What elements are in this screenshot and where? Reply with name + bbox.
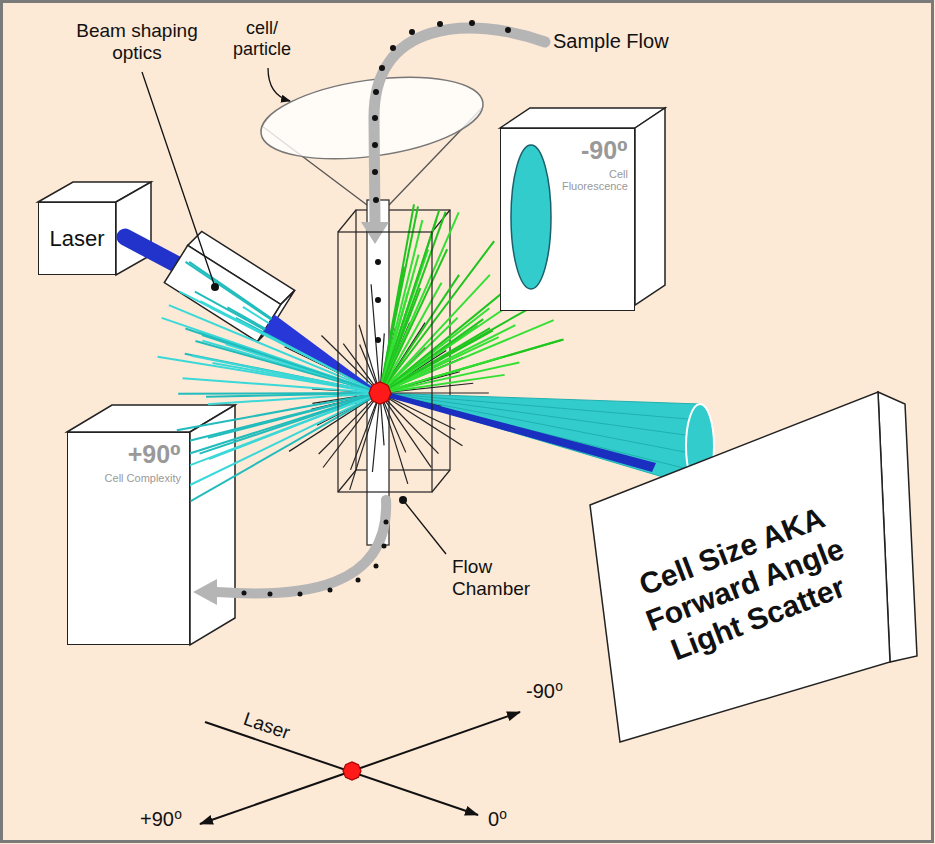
particle-dots bbox=[469, 20, 475, 26]
light-ray bbox=[384, 401, 406, 452]
leader-line bbox=[268, 68, 290, 101]
detector-label: Cell Fluorescence bbox=[557, 168, 628, 193]
angle-label: 0⁰ bbox=[488, 808, 507, 831]
particle-dots bbox=[409, 29, 415, 35]
orientation-axes bbox=[352, 712, 520, 771]
light-ray bbox=[208, 396, 370, 438]
flow-chamber bbox=[432, 470, 450, 492]
orientation-axes bbox=[205, 722, 478, 815]
forward-scatter-detector: Cell Size AKA Forward Angle Light Scatte… bbox=[585, 385, 915, 745]
laser-beam bbox=[264, 315, 380, 393]
cell-dot bbox=[369, 382, 391, 404]
particle-dots bbox=[375, 259, 381, 265]
angle-label: +90⁰ bbox=[88, 441, 181, 469]
light-ray bbox=[384, 249, 447, 384]
flow-chamber bbox=[338, 232, 432, 492]
light-ray bbox=[196, 341, 371, 390]
particle-dots bbox=[373, 89, 379, 95]
particle-dots bbox=[268, 592, 273, 597]
particle-dots bbox=[505, 27, 511, 33]
sample-flow-arrow bbox=[193, 28, 545, 605]
particle-dots bbox=[384, 520, 389, 525]
forward-scatter-cone bbox=[380, 393, 700, 455]
particle-dots bbox=[390, 45, 396, 51]
light-ray bbox=[169, 305, 371, 389]
light-ray bbox=[383, 210, 439, 383]
light-ray bbox=[387, 318, 457, 386]
light-ray bbox=[360, 345, 377, 385]
part-label: cell/ particle bbox=[226, 18, 298, 59]
laser-box: Laser bbox=[38, 202, 116, 275]
part-label: Beam shaping optics bbox=[62, 20, 212, 64]
forward-scatter-cone bbox=[380, 393, 700, 437]
leader-line bbox=[403, 500, 446, 554]
particle-dots bbox=[375, 337, 381, 343]
leader-line bbox=[399, 496, 407, 504]
flow-label: Sample Flow bbox=[553, 30, 669, 53]
part-label: Flow Chamber bbox=[452, 556, 544, 600]
sample-flow-arrow bbox=[193, 579, 217, 605]
laser-beam bbox=[383, 391, 656, 472]
leader-line bbox=[211, 283, 219, 291]
side-scatter-housing bbox=[67, 405, 235, 645]
particle-dots bbox=[382, 544, 387, 549]
particle-dots bbox=[374, 564, 379, 569]
particle-dots bbox=[437, 21, 443, 27]
angle-label: +90⁰ bbox=[140, 808, 182, 831]
flow-chamber bbox=[338, 210, 356, 232]
light-ray bbox=[381, 402, 384, 445]
light-ray bbox=[383, 212, 445, 384]
particle-dots bbox=[372, 142, 378, 148]
light-ray bbox=[385, 283, 442, 384]
sample-flow-arrow bbox=[217, 500, 386, 594]
detector-label: Cell Complexity bbox=[88, 472, 181, 485]
particle-dots bbox=[373, 197, 379, 203]
detector-face bbox=[590, 392, 890, 742]
angle-label: -90⁰ bbox=[526, 680, 563, 703]
side-scatter-detector: +90⁰ Cell Complexity bbox=[67, 432, 190, 645]
light-ray bbox=[389, 392, 489, 393]
particle-dots bbox=[328, 588, 333, 593]
particle-dots bbox=[298, 592, 303, 597]
light-ray bbox=[191, 398, 372, 501]
cell-dot bbox=[343, 762, 361, 780]
laser-housing bbox=[116, 182, 151, 275]
particle-dots bbox=[372, 115, 378, 121]
light-ray bbox=[185, 395, 370, 441]
flow-chamber bbox=[338, 470, 356, 492]
light-ray bbox=[180, 397, 371, 470]
detector-lens bbox=[501, 129, 561, 306]
flow-chamber bbox=[338, 232, 432, 492]
fluorescence-detector: -90⁰ Cell Fluorescence bbox=[500, 128, 635, 311]
particle-dots bbox=[372, 169, 378, 175]
detector-lens bbox=[511, 145, 551, 289]
particle-dots bbox=[356, 578, 361, 583]
light-ray bbox=[390, 357, 503, 390]
light-ray bbox=[389, 308, 531, 388]
leader-line bbox=[142, 72, 214, 284]
light-ray bbox=[351, 401, 377, 469]
particle-dots bbox=[379, 65, 385, 71]
particle-dots bbox=[375, 297, 381, 303]
light-ray bbox=[383, 402, 408, 484]
particle-dots bbox=[242, 20, 512, 597]
sample-flow-arrow bbox=[361, 222, 389, 244]
light-ray bbox=[175, 396, 370, 458]
light-ray bbox=[200, 396, 371, 453]
fluorescence-housing bbox=[635, 108, 665, 305]
angle-label: -90⁰ bbox=[557, 137, 628, 165]
laser-label: Laser bbox=[49, 226, 104, 252]
particle-dots bbox=[242, 591, 247, 596]
laser-housing bbox=[38, 182, 151, 275]
orientation-axes bbox=[200, 771, 352, 824]
laser-rod bbox=[125, 237, 176, 264]
